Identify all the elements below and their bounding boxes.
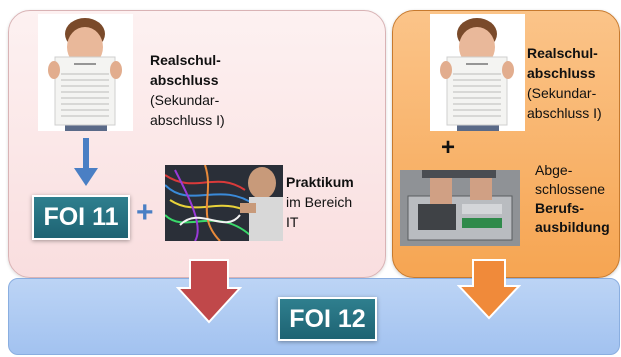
plus-icon-left: + [136,196,154,229]
certificate-holder-photo-right [430,14,525,131]
network-cables-photo [165,165,283,241]
training-line2: schlossene [535,181,606,197]
down-arrow-orange-icon [457,259,521,320]
internship-text: Praktikum im Bereich IT [286,174,354,231]
internship-line3: IT [286,214,299,230]
internship-line2: im Bereich [286,194,353,210]
degree-bold-line1: Realschul- [150,52,221,68]
computer-hardware-photo [400,170,520,246]
down-arrow-icon [74,138,98,186]
internship-bold-line1: Praktikum [286,174,354,190]
degree-line4-right: abschluss I) [527,105,602,121]
degree-bold-line1-right: Realschul- [527,45,598,61]
degree-bold-line2-right: abschluss [527,65,596,81]
degree-text-left: Realschul- abschluss (Sekundar- abschlus… [150,52,225,129]
degree-text-right: Realschul- abschluss (Sekundar- abschlus… [527,45,602,122]
training-line1: Abge- [535,162,573,178]
down-arrow-red-icon [176,259,242,324]
degree-bold-line2: abschluss [150,72,219,88]
degree-line4: abschluss I) [150,112,225,128]
foi11-label: FOI 11 [32,195,130,240]
certificate-holder-photo-left [38,14,133,131]
plus-icon-right: + [441,134,456,161]
degree-line3-right: (Sekundar- [527,85,597,101]
foi12-label-text: FOI 12 [289,304,366,333]
training-bold-line4: ausbildung [535,219,610,235]
training-text: Abge- schlossene Berufs- ausbildung [535,162,610,236]
foi11-label-text: FOI 11 [43,203,119,231]
degree-line3: (Sekundar- [150,92,220,108]
foi12-label: FOI 12 [278,297,377,341]
training-bold-line3: Berufs- [535,200,585,216]
